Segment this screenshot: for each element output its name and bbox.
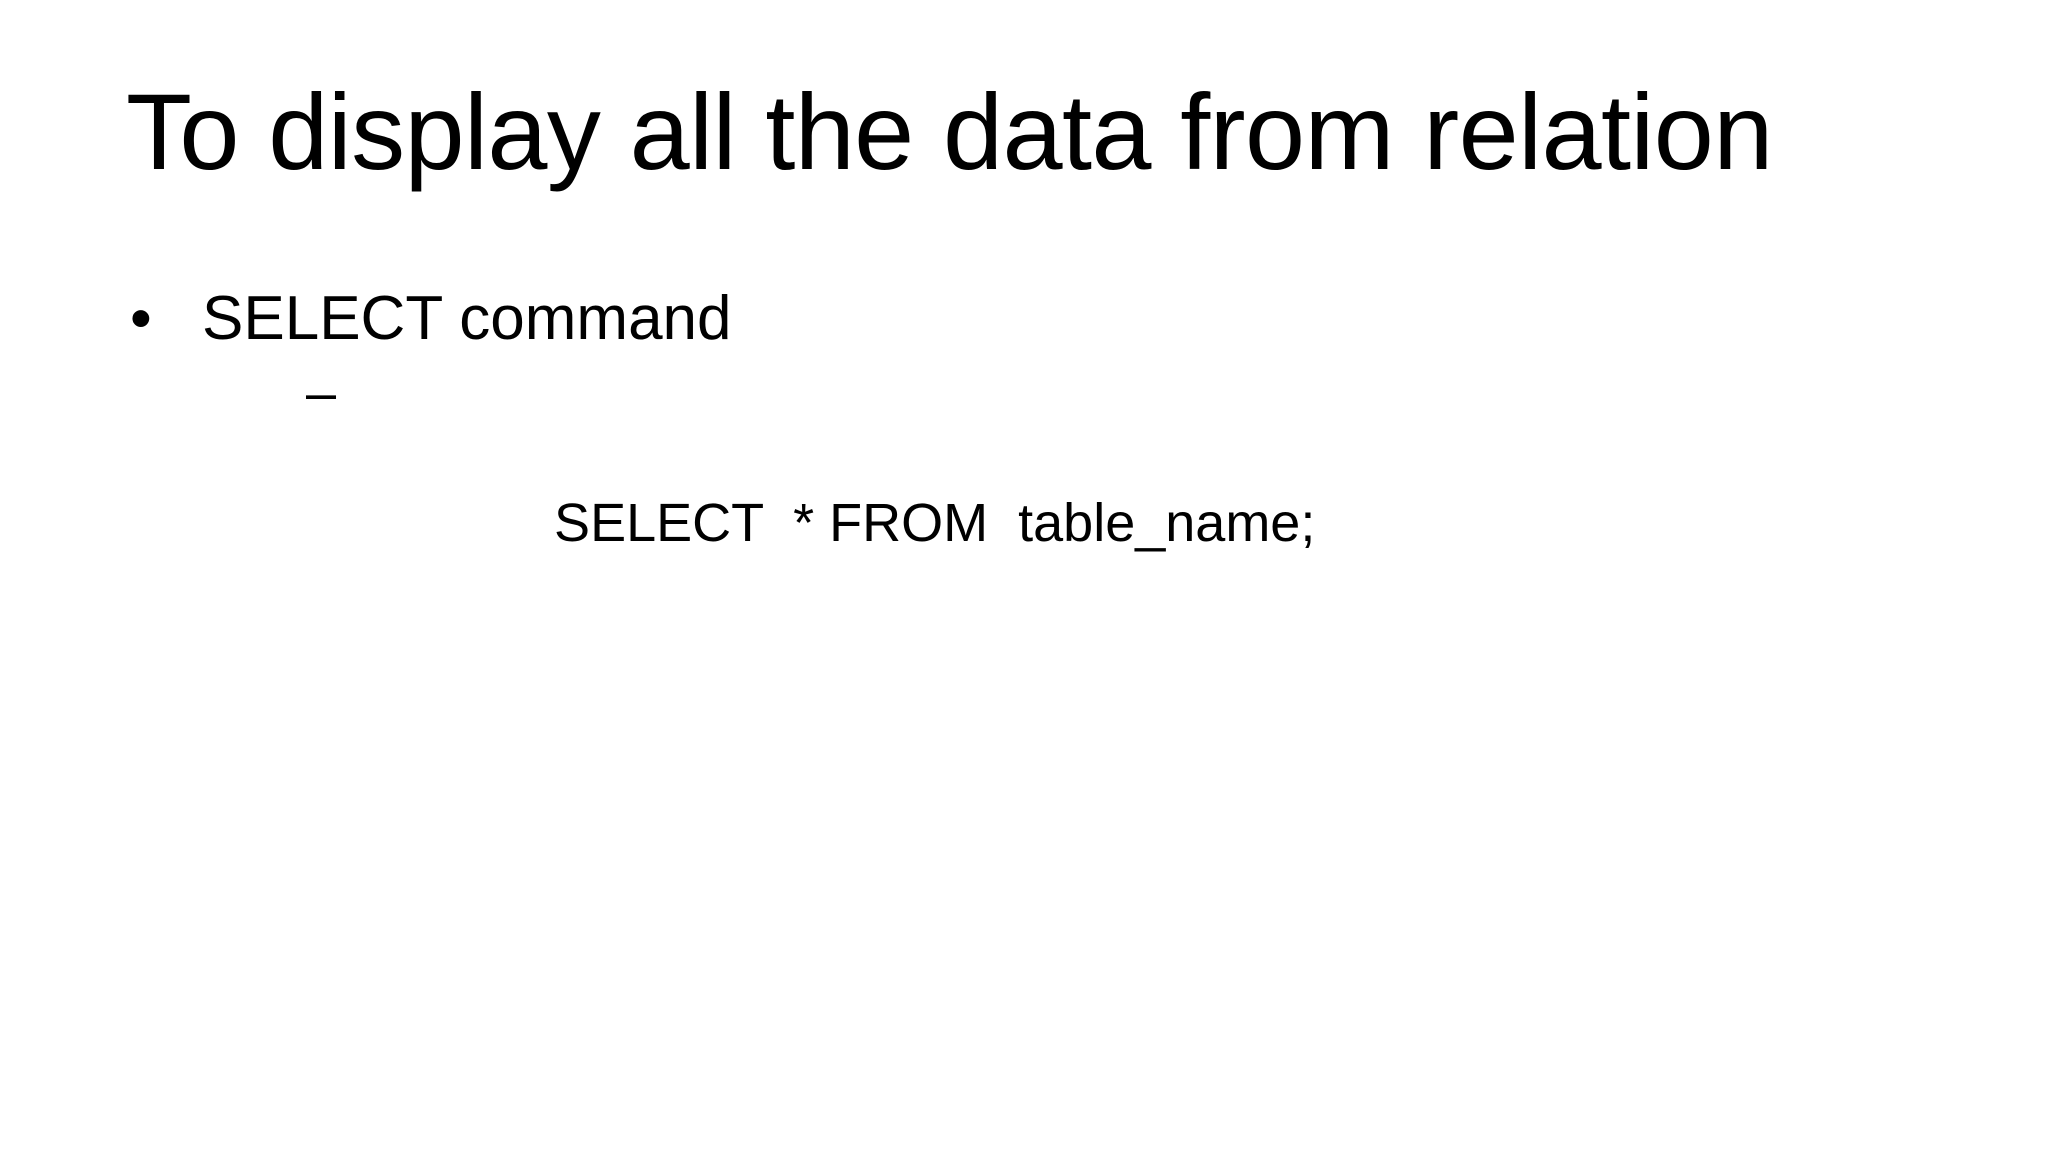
slide-body: • SELECT command – SELECT * FROM table_n… [120, 282, 1940, 628]
list-item-label: SELECT command [202, 284, 732, 353]
bullet-list: • SELECT command – SELECT * FROM table_n… [120, 282, 1940, 620]
bullet-dot-icon: • [130, 284, 152, 353]
sub-bullet-list: – SELECT * FROM table_name; [202, 361, 1940, 620]
list-item: – SELECT * FROM table_name; [202, 361, 1940, 620]
bullet-dash-icon: – [306, 363, 337, 424]
list-item-label: SELECT * FROM table_name; [554, 492, 1316, 553]
list-item: • SELECT command – SELECT * FROM table_n… [120, 282, 1940, 620]
page-title: To display all the data from relation [126, 71, 1773, 192]
